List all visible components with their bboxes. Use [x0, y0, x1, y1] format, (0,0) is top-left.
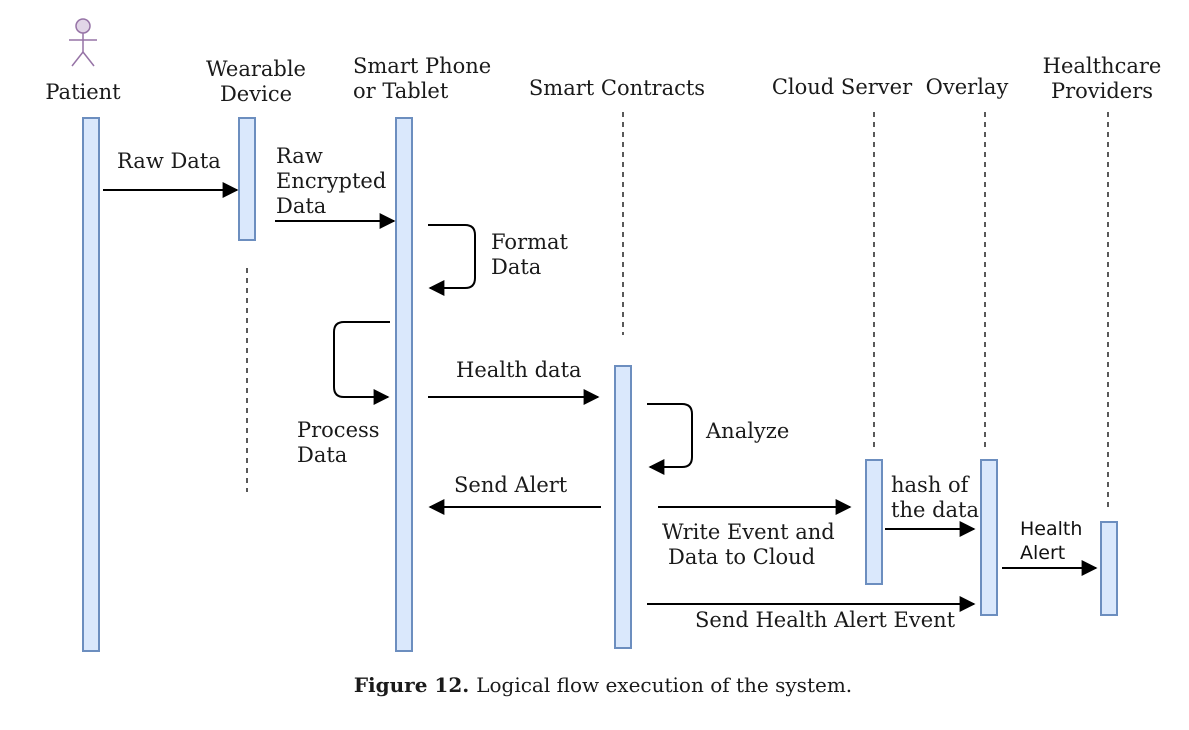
health-alert-label-1: Health: [1020, 518, 1082, 540]
actor-contracts-label: Smart Contracts: [529, 76, 705, 100]
process-data-label-2: Data: [297, 443, 347, 467]
actor-providers-label-2: Providers: [1051, 79, 1153, 103]
patient-activation-bar: [82, 117, 100, 652]
contracts-activation-bar: [614, 365, 632, 649]
figure-caption-text: Logical flow execution of the system.: [476, 673, 852, 697]
raw-data-label: Raw Data: [117, 149, 221, 173]
figure-caption-label: Figure 12.: [354, 673, 469, 697]
process-data-loop-arrow: [333, 321, 390, 405]
patient-actor-icon: [69, 18, 97, 67]
process-data-label-1: Process: [297, 418, 380, 442]
actor-providers-label-1: Healthcare: [1043, 54, 1162, 78]
phone-activation-bar: [395, 117, 413, 652]
raw-encrypted-label-3: Data: [276, 194, 326, 218]
cloud-activation-bar: [865, 459, 883, 585]
raw-encrypted-label-2: Encrypted: [276, 169, 386, 193]
actor-phone-label-2: or Tablet: [353, 79, 449, 103]
send-alert-label: Send Alert: [454, 473, 568, 497]
write-event-label-2: Data to Cloud: [668, 545, 815, 569]
overlay-activation-bar: [980, 459, 998, 616]
health-alert-label-2: Alert: [1020, 542, 1065, 564]
actor-phone-label-1: Smart Phone: [353, 54, 491, 78]
actor-patient-label: Patient: [45, 80, 121, 104]
write-event-label-1: Write Event and: [662, 520, 835, 544]
format-data-loop-arrow: [428, 224, 476, 296]
format-data-label-1: Format: [491, 230, 569, 254]
raw-encrypted-label-1: Raw: [276, 144, 323, 168]
send-health-alert-event-label: Send Health Alert Event: [695, 608, 956, 632]
wearable-activation-bar: [238, 117, 256, 241]
figure-caption: Figure 12. Logical flow execution of the …: [354, 673, 852, 697]
actor-cloud-label: Cloud Server: [772, 75, 913, 99]
format-data-label-2: Data: [491, 255, 541, 279]
analyze-label: Analyze: [705, 419, 789, 443]
actor-wearable-label-2: Device: [220, 82, 292, 106]
hash-label-2: the data: [891, 498, 979, 522]
hash-label-1: hash of: [891, 473, 971, 497]
actor-wearable-label-1: Wearable: [206, 57, 306, 81]
actor-overlay-label: Overlay: [926, 75, 1009, 99]
providers-activation-bar: [1100, 521, 1118, 616]
analyze-loop-arrow: [647, 403, 693, 475]
health-data-label: Health data: [456, 358, 582, 382]
